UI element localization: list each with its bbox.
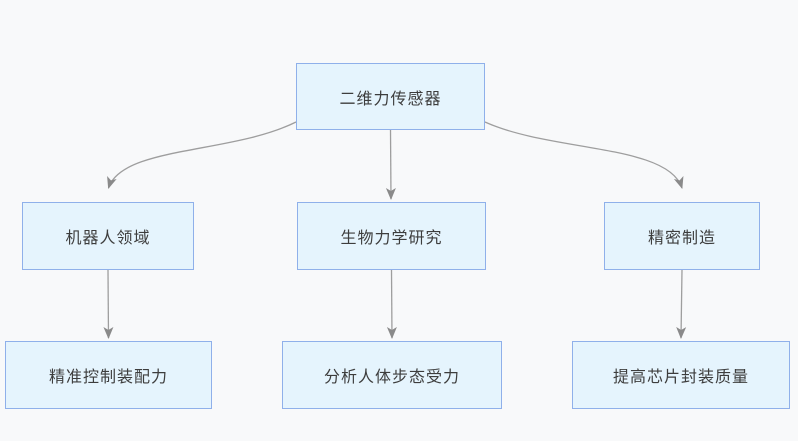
node-label: 生物力学研究 — [340, 230, 443, 247]
node-improve-chip-packaging-quality[interactable]: 提高芯片封装质量 — [572, 341, 790, 409]
node-label: 分析人体步态受力 — [323, 369, 460, 386]
edge-biomech-gait — [386, 269, 397, 339]
node-precision-manufacturing[interactable]: 精密制造 — [604, 202, 760, 270]
node-label: 精密制造 — [647, 230, 716, 247]
node-robotics-field[interactable]: 机器人领域 — [22, 202, 194, 270]
node-precise-assembly-force-control[interactable]: 精准控制装配力 — [5, 341, 212, 409]
node-label: 提高芯片封装质量 — [612, 369, 749, 386]
edge-root-robotics — [107, 121, 297, 189]
edge-precision-chip — [676, 269, 687, 339]
node-label: 机器人领域 — [65, 230, 151, 247]
edge-root-biomech — [385, 129, 396, 200]
node-two-dimensional-force-sensor[interactable]: 二维力传感器 — [296, 63, 485, 130]
edge-root-precision — [484, 121, 684, 189]
node-label: 二维力传感器 — [339, 90, 442, 108]
edge-robotics-assembly — [103, 269, 114, 339]
node-analyze-human-gait-forces[interactable]: 分析人体步态受力 — [282, 341, 502, 409]
node-label: 精准控制装配力 — [48, 369, 168, 386]
node-biomechanics-research[interactable]: 生物力学研究 — [297, 202, 486, 270]
